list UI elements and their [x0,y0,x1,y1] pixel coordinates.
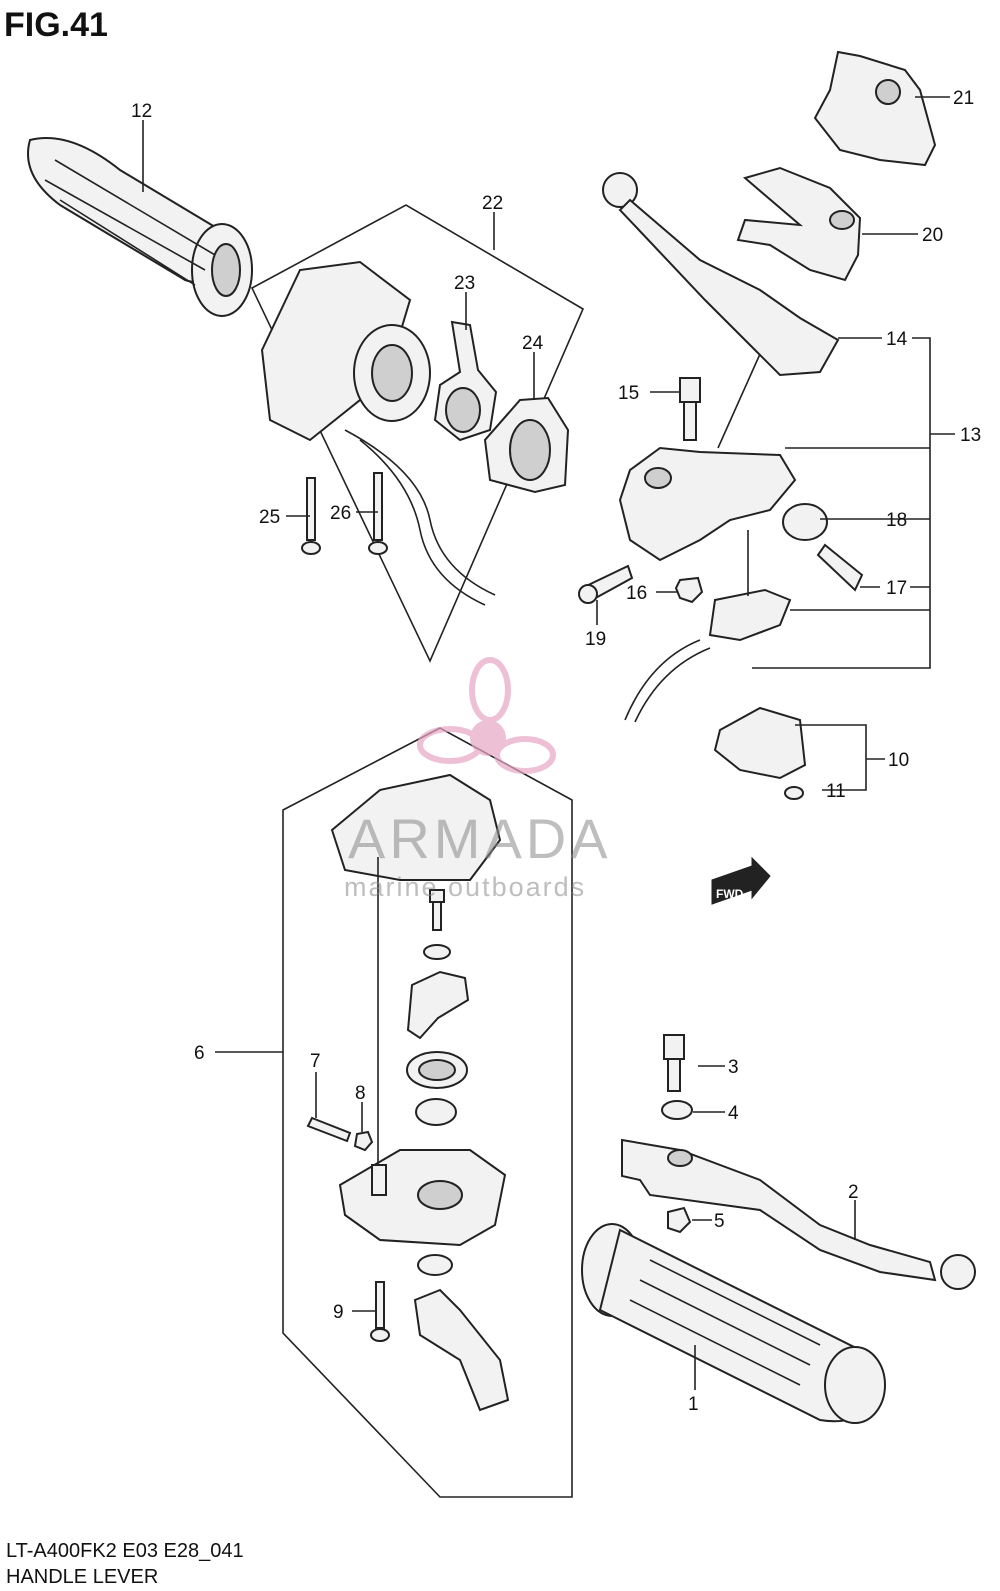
callout-22: 22 [482,193,503,214]
callout-17: 17 [886,578,907,599]
bolt-3-part [663,1034,685,1092]
callout-9: 9 [333,1302,344,1323]
bolt-19-part [578,564,634,604]
washer-lower-part [417,1254,453,1276]
dial-part [782,503,828,541]
callout-2: 2 [848,1182,859,1203]
throttle-lever-cam-part [406,970,470,1040]
watermark-brand: ARMADA [348,807,612,870]
grip-left-part [27,137,253,317]
washer-4-part [661,1100,693,1120]
callout-7: 7 [310,1051,321,1072]
screw-upper-part [429,889,445,931]
switch-assembly-part [260,260,496,606]
callout-14: 14 [886,329,908,350]
screw-17-part [816,543,864,592]
screw-9-part [370,1281,390,1342]
watermark: ARMADA marine outboards [344,657,612,902]
thumb-lever-part [413,1288,510,1412]
callout-18: 18 [886,510,907,531]
callout-6: 6 [194,1043,205,1064]
callout-16: 16 [626,583,647,604]
seal-part [415,1098,457,1126]
switch-10-part [713,706,807,780]
watermark-tagline: marine outboards [344,872,586,902]
model-code: LT-A400FK2 E03 E28_041 [6,1540,244,1562]
leader-lines [142,96,955,1390]
callout-25: 25 [259,507,280,528]
clutch-lever-part [621,1138,976,1290]
master-bracket-part [618,446,797,562]
cover-part [813,50,937,167]
propeller-logo [417,657,556,774]
callout-12: 12 [131,101,152,122]
callout-15: 15 [618,383,639,404]
callout-11: 11 [826,781,846,802]
screw-11-part [784,786,804,800]
figure-title: FIG.41 [4,6,108,44]
callout-3: 3 [728,1057,739,1078]
callout-1: 1 [688,1394,699,1415]
spring-part [406,1051,468,1089]
callout-10: 10 [888,750,909,771]
callout-26: 26 [330,503,351,524]
throttle-cam-part [433,320,498,442]
screw-26-part [368,472,388,555]
washer-upper-part [423,944,451,960]
brake-lever-part [602,172,840,377]
nut-8-part [353,1130,374,1152]
svg-text:FWD: FWD [716,887,744,901]
throttle-cover-part [330,773,502,881]
callout-21: 21 [953,88,974,109]
screw-25-part [301,477,321,555]
callout-24: 24 [522,333,544,354]
callout-20: 20 [922,225,943,246]
group-frame-22 [250,204,585,663]
nut-5-part [667,1206,692,1234]
bracket-part [736,166,862,282]
callout-13: 13 [960,425,981,446]
nut-16-part [674,576,704,604]
callout-19: 19 [585,629,606,650]
grip-right-part [581,1223,886,1424]
callout-4: 4 [728,1103,739,1124]
callout-8: 8 [355,1083,366,1104]
callout-5: 5 [714,1211,725,1232]
section-name: HANDLE LEVER [6,1566,159,1588]
screw-7-part [306,1116,352,1143]
throttle-case-part [338,1149,507,1247]
callouts: 1 2 3 4 5 6 7 8 9 10 11 12 13 14 15 16 1… [131,88,981,1415]
brake-switch-part [624,588,792,723]
bolt-15-part [679,377,701,441]
fwd-badge: FWD [711,856,771,905]
clamp-ring-part [483,396,570,494]
callout-23: 23 [454,273,475,294]
